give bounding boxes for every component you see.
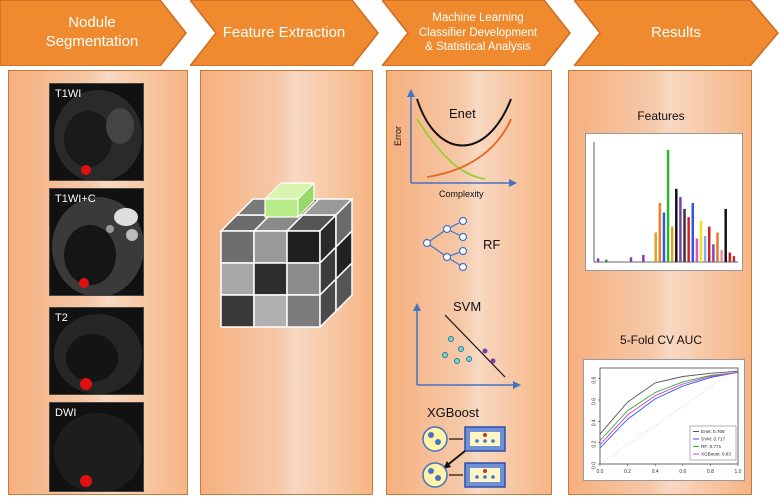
rf-tree-icon (422, 216, 468, 272)
legend-label: RF: 0.771 (701, 444, 722, 449)
feature-bar (654, 232, 657, 262)
feature-bar (596, 258, 600, 262)
auc-title: 5-Fold CV AUC (619, 333, 703, 347)
feature-bar (732, 256, 736, 262)
image-label: T1WI+C (55, 193, 96, 205)
feature-bar (662, 212, 666, 262)
mri-scan-icon (54, 90, 142, 180)
y-tick-label: 0.0 (592, 462, 598, 469)
chevron-arrow-icon (574, 0, 779, 66)
step-label: Machine Learning Classifier Development … (418, 12, 538, 54)
image-label: T1WI (55, 88, 82, 100)
feature-bar (679, 197, 682, 262)
chevron-arrow-icon (382, 0, 571, 66)
chevron-arrow-icon (0, 0, 187, 66)
reference-line (599, 367, 739, 465)
feature-bar (687, 217, 690, 262)
feature-bar (699, 220, 703, 262)
auc-series-line (599, 370, 739, 435)
feature-bar (708, 226, 711, 262)
enet-ylabel: Error (393, 126, 403, 146)
step-results-chevron: Results (574, 0, 780, 66)
feature-bar (712, 244, 715, 262)
xgboost-title: XGBoost (427, 405, 480, 420)
step-segmentation-chevron: Nodule Segmentation (0, 0, 188, 66)
feature-bar (720, 250, 723, 262)
step-label: Results (650, 23, 702, 41)
feature-extraction-panel (200, 70, 373, 495)
mri-scan-icon (54, 314, 142, 394)
mri-image-dwi: DWI (49, 402, 144, 492)
auc-series-line (599, 371, 739, 449)
feature-bar (675, 188, 678, 262)
auc-series-line (599, 371, 739, 446)
feature-bar (670, 226, 674, 262)
feature-bar (666, 149, 670, 262)
svm-diagram (413, 303, 521, 389)
x-tick-label: 0.4 (652, 469, 659, 475)
step-label: Nodule Segmentation (45, 14, 139, 50)
features-bar-chart (585, 133, 743, 271)
enet-diagram (407, 89, 517, 187)
feature-bar (629, 257, 633, 262)
step-feature-extraction-chevron: Feature Extraction (190, 0, 380, 66)
legend-label: SVM: 0.717 (701, 437, 725, 442)
feature-bar (728, 252, 732, 262)
classifier-panel: Enet Error Complexity RF SVM XGBoost (386, 70, 552, 495)
x-tick-label: 0.8 (707, 469, 714, 475)
feature-bar (703, 236, 707, 262)
step-label: Feature Extraction (222, 23, 346, 41)
chevron-arrow-icon (190, 0, 379, 66)
y-tick-label: 0.4 (592, 419, 598, 426)
mri-image-t2: T2 (49, 307, 144, 395)
x-tick-label: 0.0 (597, 469, 604, 475)
features-bar-chart-svg (593, 142, 738, 263)
feature-bar (716, 232, 719, 262)
feature-bar (691, 203, 694, 262)
mri-image-t1wic: T1WI+C (49, 188, 144, 296)
feature-bar (695, 238, 699, 262)
step-ml-chevron: Machine Learning Classifier Development … (382, 0, 572, 66)
y-tick-label: 0.8 (592, 376, 598, 383)
svm-title: SVM (453, 299, 482, 314)
rf-title: RF (483, 237, 501, 252)
feature-cube-icon (219, 181, 354, 329)
auc-series-line (599, 371, 739, 441)
features-title: Features (637, 109, 685, 123)
image-label: T2 (55, 312, 68, 324)
mri-scan-icon (54, 413, 142, 491)
legend-label: XGBoost: 0.83 (701, 452, 731, 457)
image-label: DWI (55, 407, 77, 419)
feature-bar (605, 259, 608, 262)
feature-bar (642, 254, 645, 262)
feature-bar (658, 203, 662, 262)
results-panel: Features 5-Fold CV AUC 0.0 0.2 0.4 0.6 0.8 1.… (568, 70, 752, 495)
y-tick-label: 0.6 (592, 398, 598, 405)
segmentation-panel: T1WI T1WI+C T2 DWI (8, 70, 188, 495)
enet-title: Enet (449, 106, 476, 121)
mri-scan-icon (52, 197, 143, 295)
legend-label: Enet: 0.768 (701, 429, 725, 434)
x-tick-label: 0.2 (624, 469, 631, 475)
plot-frame (599, 367, 739, 465)
feature-bar (683, 208, 686, 262)
x-tick-label: 1.0 (735, 469, 742, 475)
feature-bar (724, 208, 727, 262)
classifier-diagrams (407, 89, 521, 488)
y-tick-label: 0.2 (592, 440, 598, 447)
mri-image-t1wi: T1WI (49, 83, 144, 181)
enet-xlabel: Complexity (439, 189, 484, 199)
x-tick-label: 0.6 (679, 469, 686, 475)
xgboost-diagram (422, 426, 506, 488)
